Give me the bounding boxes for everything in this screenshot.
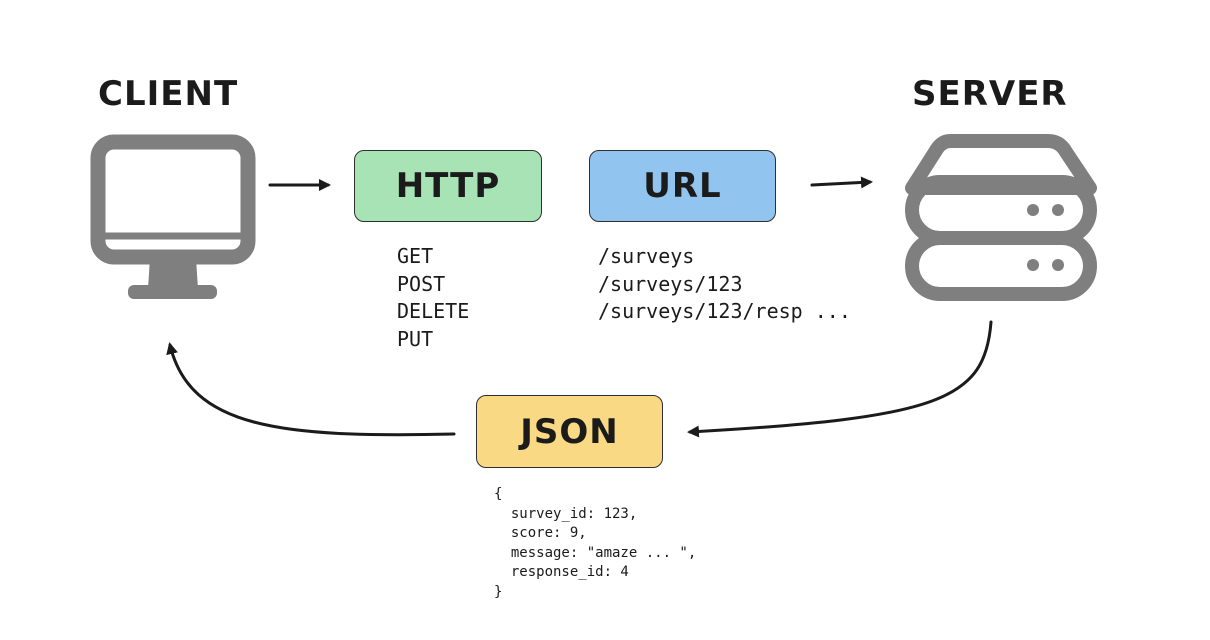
http-method-item: POST xyxy=(397,271,446,296)
http-method-item: GET xyxy=(397,244,434,268)
url-path-item: /surveys xyxy=(598,244,695,268)
arrow-json-to-client xyxy=(166,342,456,437)
json-code-line: } xyxy=(494,583,503,600)
server-heading: SERVER xyxy=(912,74,1068,114)
json-code-line: response_id: 4 xyxy=(494,564,629,580)
json-code-line: survey_id: 123, xyxy=(494,505,638,522)
json-box: JSON xyxy=(476,395,663,468)
server-stack-icon xyxy=(905,134,1097,301)
arrow-url-to-server xyxy=(810,176,873,189)
http-method-item: PUT xyxy=(397,326,434,351)
json-code-line: score: 9, xyxy=(494,525,587,541)
http-box: HTTP xyxy=(354,150,542,222)
url-path-item: /surveys/123 xyxy=(598,271,743,296)
url-box-label: URL xyxy=(643,166,722,206)
http-method-item: DELETE xyxy=(397,299,470,323)
json-code-sample: { survey_id: 123, score: 9, message: "am… xyxy=(494,485,696,602)
monitor-icon xyxy=(90,134,256,299)
url-box: URL xyxy=(589,150,776,222)
arrow-server-to-json xyxy=(687,320,993,438)
http-methods-list: GET POST DELETE PUT xyxy=(397,243,469,353)
json-code-line: { xyxy=(494,486,503,502)
json-box-label: JSON xyxy=(520,411,619,452)
json-code-line: message: "amaze ... ", xyxy=(494,544,697,561)
url-path-item: /surveys/123/resp ... xyxy=(598,299,851,323)
url-paths-list: /surveys /surveys/123 /surveys/123/resp … xyxy=(598,243,851,326)
http-box-label: HTTP xyxy=(395,166,501,206)
client-heading: CLIENT xyxy=(98,74,239,114)
